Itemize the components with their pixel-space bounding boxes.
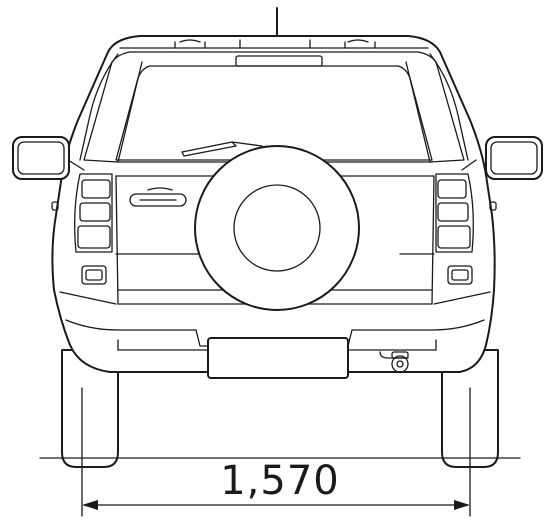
- tailgate-handle: [129, 187, 187, 207]
- dimension-arrow-left: [82, 500, 98, 510]
- right-bumper-lamp: [447, 265, 473, 285]
- right-pillar: [405, 53, 469, 163]
- width-dimension: [39, 387, 521, 517]
- left-mirror: [12, 136, 85, 180]
- right-reflector: [489, 201, 497, 211]
- left-bumper-lamp: [81, 265, 107, 285]
- high-mount-brake-light: [235, 55, 323, 67]
- rear-wiper: [181, 141, 263, 157]
- tow-hook: [379, 351, 409, 373]
- left-tail-lamp: [74, 173, 113, 253]
- rear-window: [115, 65, 433, 161]
- width-dimension-label: 1,570: [220, 458, 340, 504]
- dimension-arrow-right: [454, 500, 470, 510]
- license-plate: [207, 337, 349, 379]
- left-pillar: [79, 53, 143, 163]
- right-tail-lamp: [435, 173, 474, 253]
- left-reflector: [51, 201, 59, 211]
- right-mirror: [461, 136, 543, 180]
- rear-bumper: [59, 291, 491, 351]
- spare-tire: [194, 145, 360, 311]
